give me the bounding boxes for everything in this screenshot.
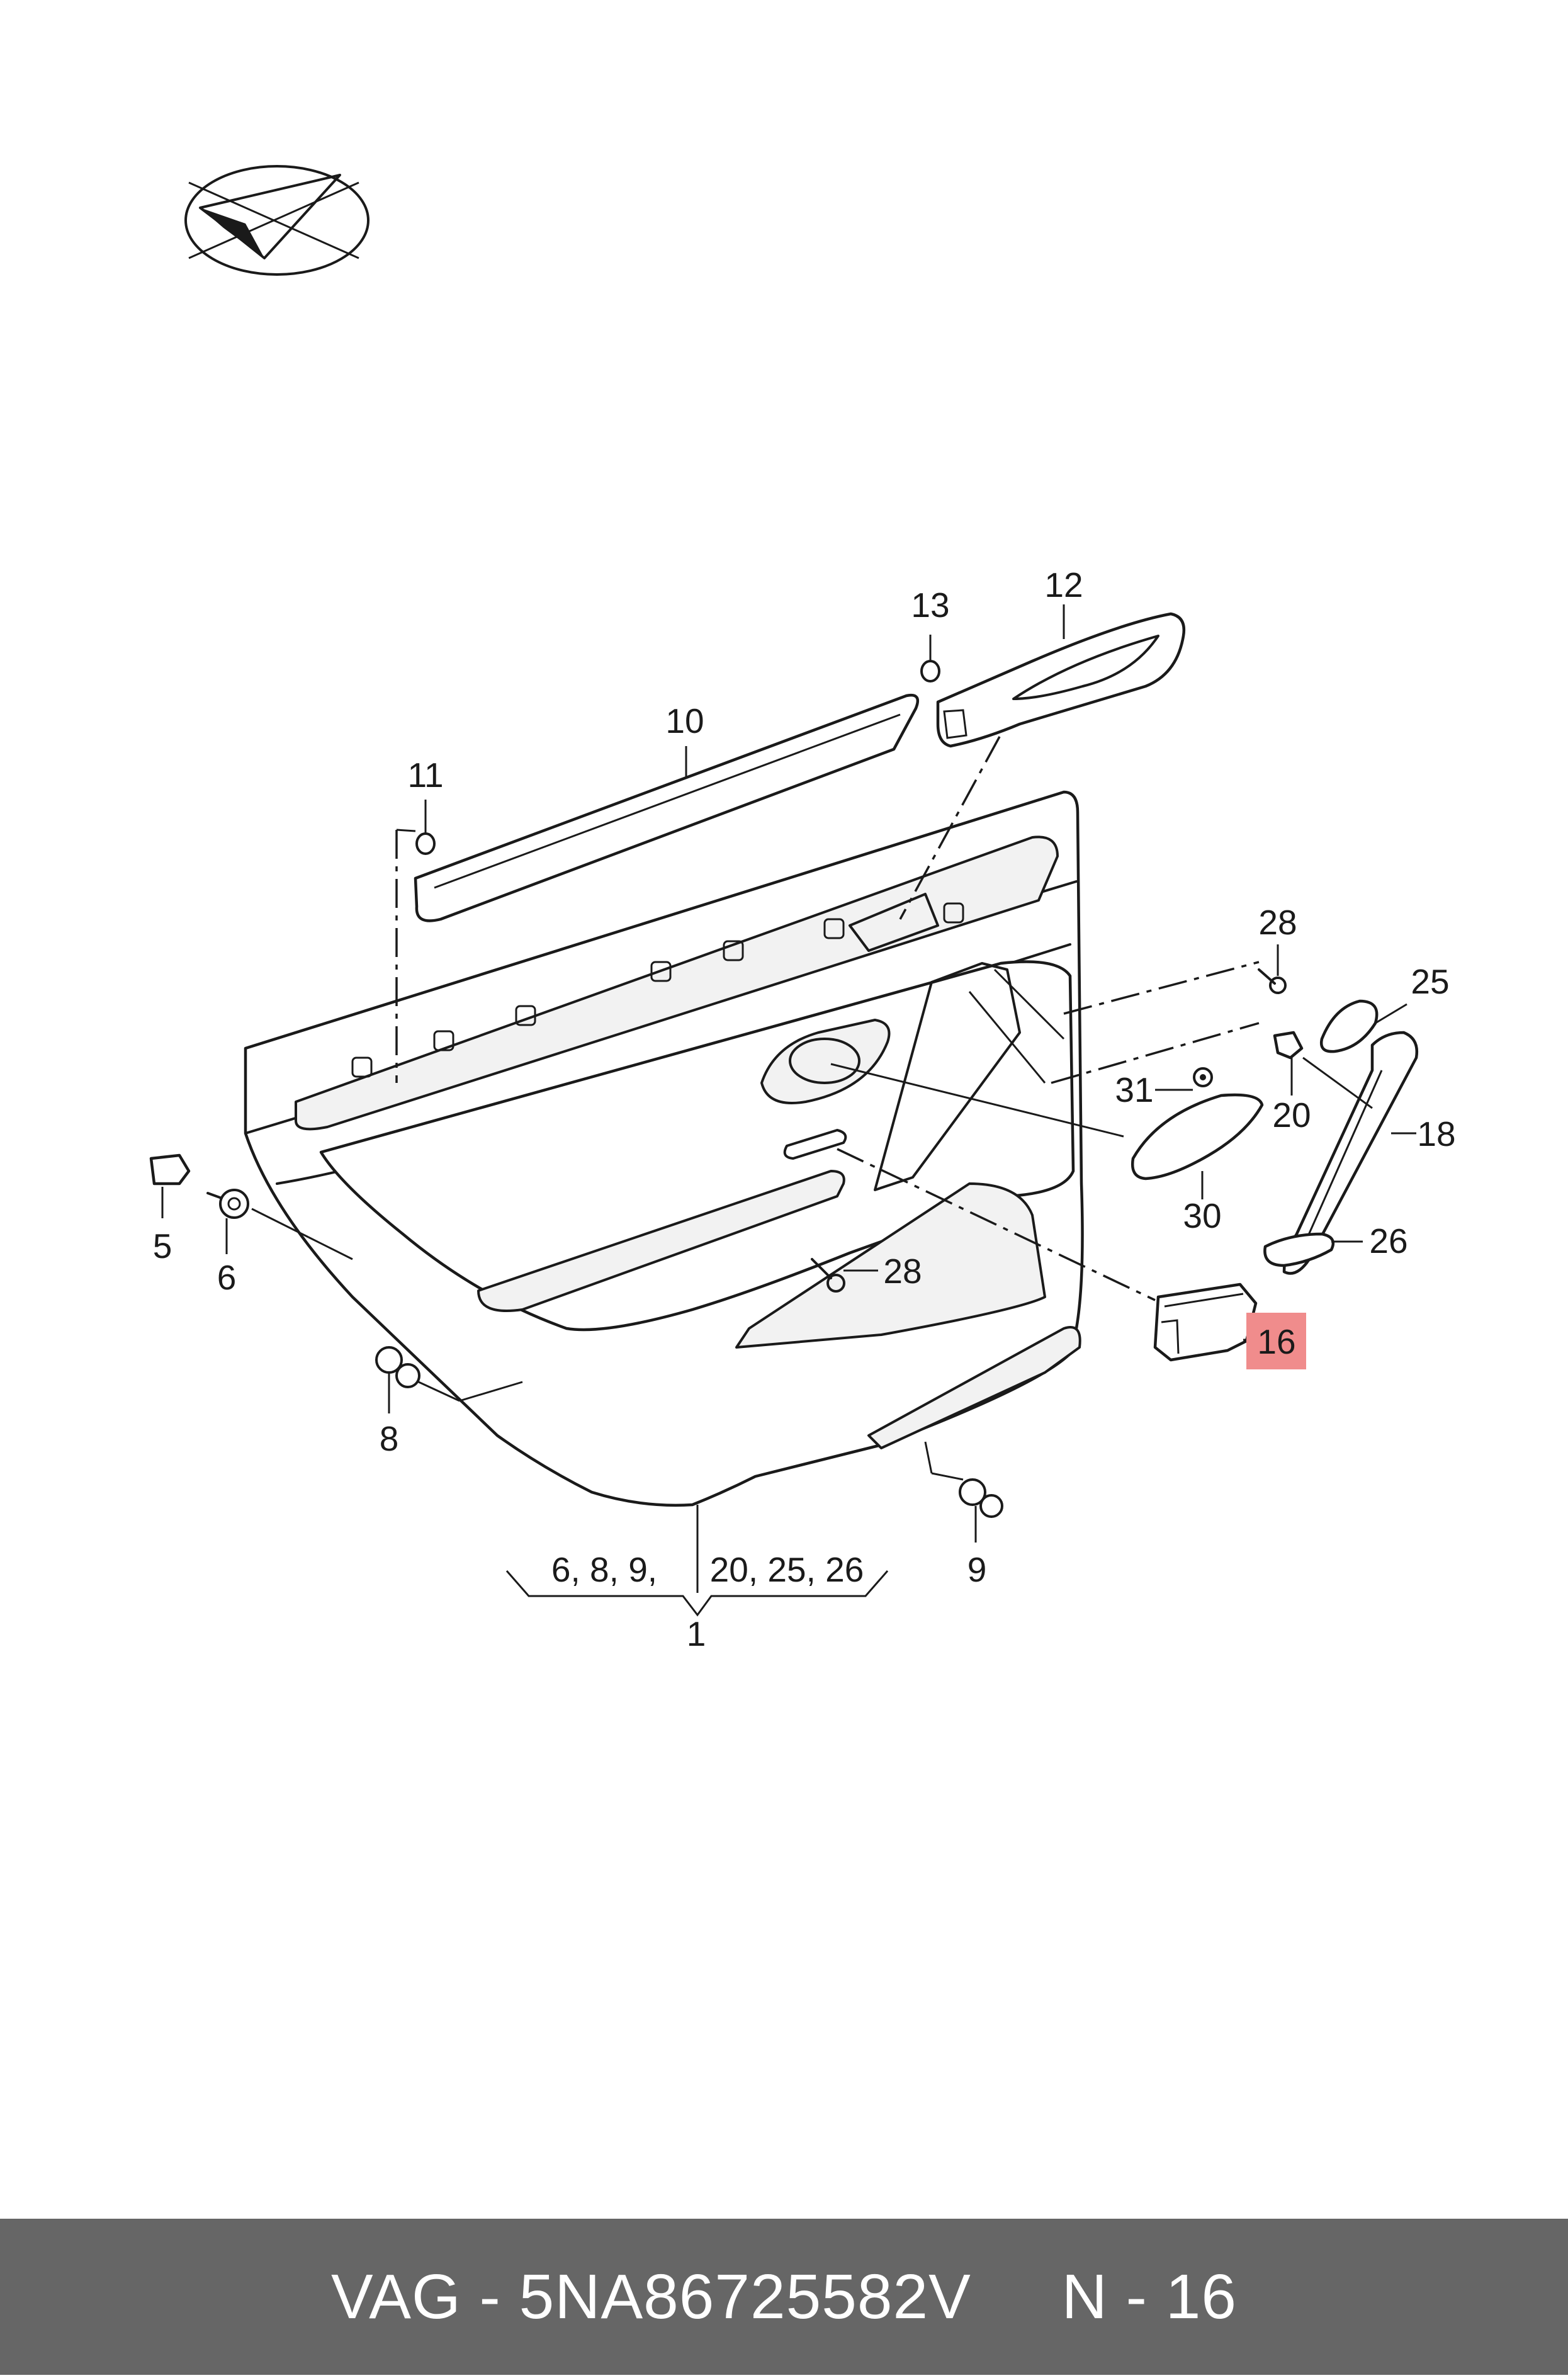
clip-part-11: [415, 807, 436, 855]
callout-28-upper: 28: [1258, 903, 1297, 942]
callout-labels: 1 5 6 8 9 10 11 12 13 16 18 20 25 26 28 …: [153, 565, 1456, 1653]
clip-part-6: [206, 1189, 249, 1254]
callout-31: 31: [1115, 1070, 1153, 1109]
callout-16: 16: [1257, 1322, 1295, 1361]
door-panel-part-1: [244, 790, 1084, 1507]
callout-1: 1: [687, 1614, 706, 1653]
callout-8: 8: [380, 1419, 399, 1458]
group-label-left: 6, 8, 9,: [551, 1550, 657, 1589]
callout-5: 5: [153, 1226, 172, 1265]
callout-30: 30: [1183, 1196, 1221, 1235]
callout-13: 13: [911, 586, 949, 625]
callout-9: 9: [967, 1550, 987, 1589]
cap-part-26: [1263, 1232, 1335, 1267]
callout-10: 10: [665, 701, 704, 740]
callout-6: 6: [217, 1258, 237, 1297]
footer-bar: VAG - 5NA86725582V N - 16: [0, 2219, 1568, 2375]
screw-part-28-lower: [811, 1258, 845, 1293]
clip-part-20: [1273, 1031, 1304, 1060]
trim-strip-part-10: [414, 693, 920, 922]
callout-20: 20: [1272, 1096, 1311, 1135]
check-arrow-emblem-icon: [184, 165, 369, 276]
screw-part-28-upper: [1258, 968, 1287, 994]
door-handle-part-12: [936, 612, 1186, 748]
clip-part-9: [959, 1478, 1003, 1543]
callout-18: 18: [1417, 1114, 1455, 1153]
group-label-right: 20, 25, 26: [710, 1550, 864, 1589]
clip-part-13: [920, 635, 940, 682]
callout-12: 12: [1044, 565, 1083, 604]
callout-26: 26: [1369, 1221, 1407, 1260]
switch-housing-part-16: [1153, 1282, 1258, 1362]
callout-28-lower: 28: [883, 1252, 922, 1291]
callout-11: 11: [407, 756, 443, 795]
clip-part-5: [149, 1153, 191, 1218]
group-bracket: [505, 1570, 889, 1617]
callout-25: 25: [1411, 962, 1449, 1001]
cover-part-30: [1131, 1093, 1264, 1181]
leader-lines: [251, 736, 1373, 1481]
part-number-caption: VAG - 5NA86725582V N - 16: [330, 2261, 1237, 2332]
cap-part-25: [1319, 999, 1379, 1053]
callout-leaders: [424, 604, 1416, 1593]
nut-part-31: [1193, 1067, 1213, 1087]
clip-part-8: [375, 1346, 420, 1413]
highlight-part-16: [1246, 1313, 1306, 1369]
